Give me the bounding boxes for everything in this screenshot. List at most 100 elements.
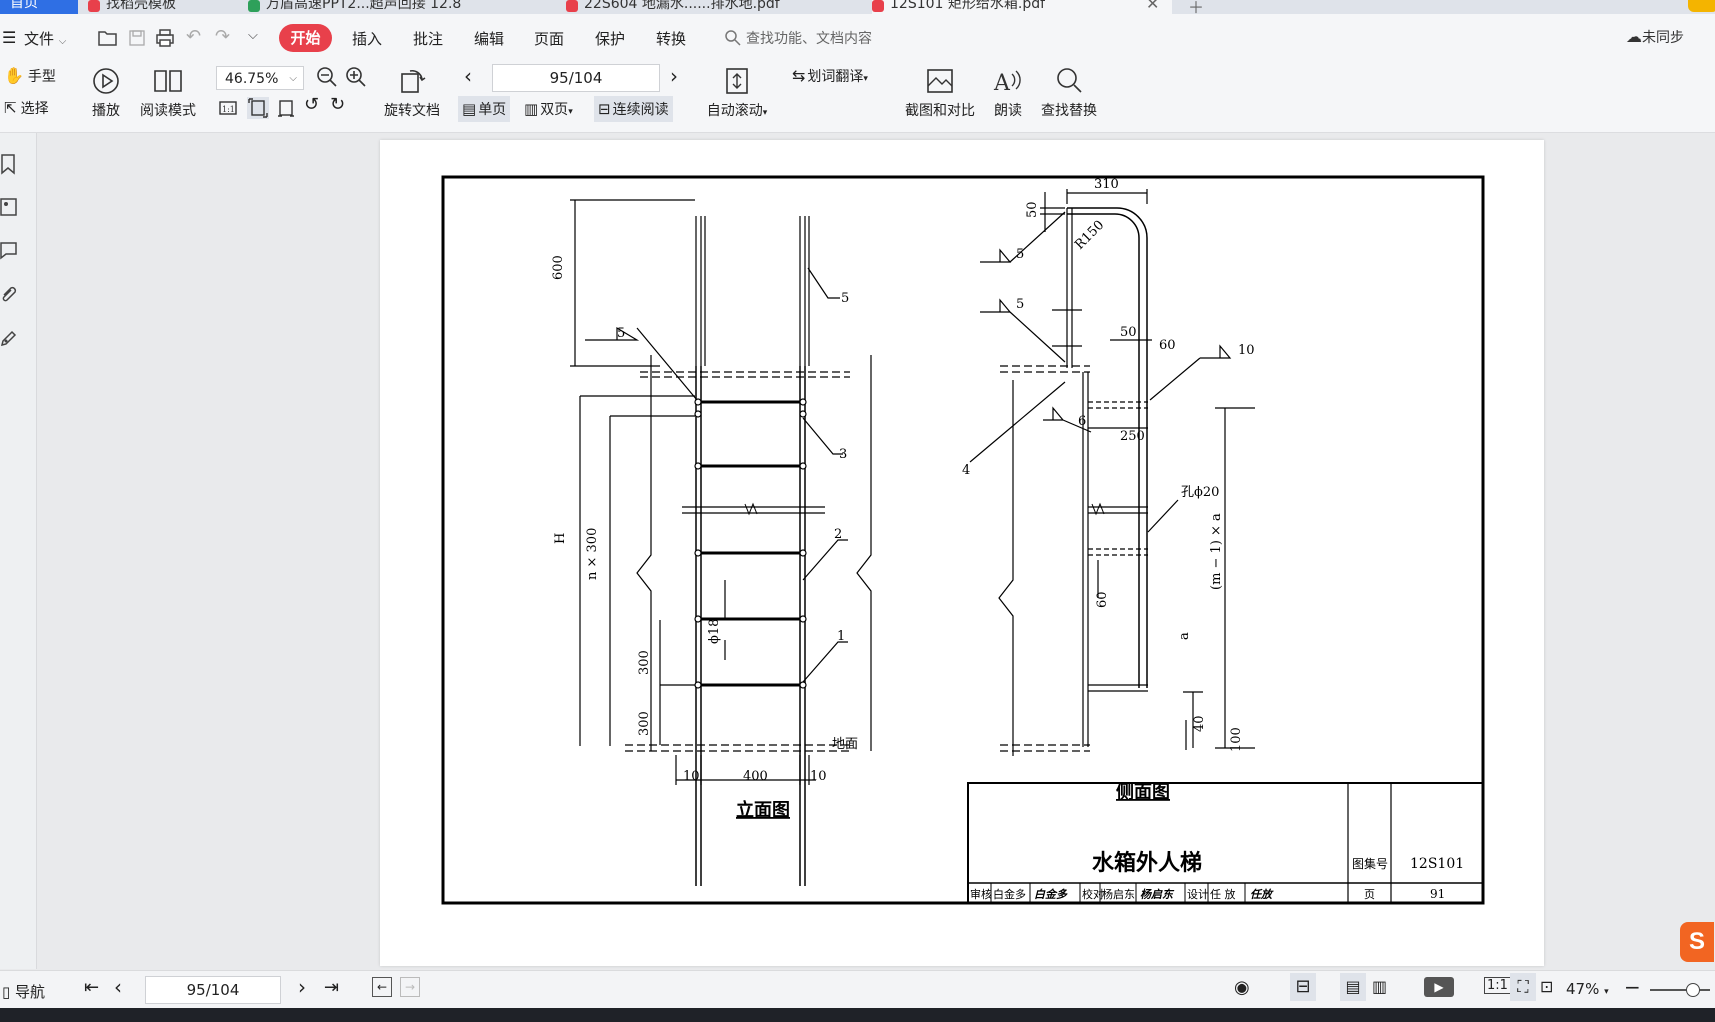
cloud-icon: ☁ (1626, 27, 1642, 46)
prev-page-icon[interactable]: ‹ (464, 64, 472, 88)
side-dim-100: 100 (1229, 727, 1244, 752)
menu-start-button[interactable]: 开始 (279, 24, 332, 52)
select-tool-button[interactable]: ⇱选择 (4, 98, 49, 118)
single-page-button[interactable]: ▤单页 (458, 96, 511, 122)
menu-protect[interactable]: 保护 (595, 30, 626, 48)
status-page-input[interactable]: 95/104 (145, 976, 281, 1004)
drawing-frame (441, 175, 1485, 905)
fit-page-icon[interactable] (246, 96, 270, 120)
page-number: 91 (1430, 887, 1445, 901)
close-tab-icon[interactable]: ✕ (1146, 0, 1160, 13)
undo-icon[interactable]: ↶ (186, 26, 202, 47)
single-view-icon[interactable]: ▤ (1340, 973, 1366, 1001)
zoom-slider-handle[interactable] (1686, 983, 1700, 997)
side-view-title: 侧面图 (1116, 782, 1170, 803)
actual-size-icon[interactable]: 1:1 (1484, 977, 1511, 994)
tab-doc-ppt[interactable]: 万盾高速PPT2...超声回接 12.8 (248, 0, 538, 14)
side-dim-40: 40 (1192, 715, 1207, 732)
double-view-icon[interactable]: ▥ (1372, 977, 1388, 996)
hand-tool-button[interactable]: ✋手型 (4, 66, 56, 86)
auto-scroll-button[interactable]: 自动滚动▾ (700, 66, 774, 120)
search-box[interactable]: 查找功能、文档内容 (724, 26, 924, 50)
eye-protect-icon[interactable]: ◉ (1234, 977, 1250, 998)
open-folder-icon[interactable] (98, 29, 118, 47)
screenshot-compare-label: 截图和对比 (905, 103, 975, 119)
front-dim-300b: 300 (637, 711, 652, 736)
play-button[interactable]: 播放 (86, 66, 126, 120)
next-page-icon[interactable]: › (670, 64, 678, 88)
reviewer-name: 白金多 (993, 887, 1026, 901)
zoom-dropdown[interactable]: 47% ▾ (1566, 980, 1609, 998)
redo-icon[interactable]: ↷ (215, 26, 231, 47)
more-icon[interactable]: ⌵ (248, 28, 258, 43)
search-placeholder: 查找功能、文档内容 (746, 31, 872, 47)
tab-doc-pdf-12s101[interactable]: 12S101 矩形给水箱.pdf (872, 0, 1172, 14)
last-page-icon[interactable]: ⇥ (324, 977, 340, 998)
designer-signature: 任放 (1250, 888, 1274, 901)
menu-edit[interactable]: 编辑 (474, 30, 505, 48)
find-replace-button[interactable]: 查找替换 (1036, 66, 1102, 120)
next-page-icon[interactable]: › (298, 975, 306, 999)
checker-name: 杨启东 (1102, 887, 1135, 901)
side-dim-310: 310 (1094, 177, 1119, 192)
avatar[interactable] (1688, 0, 1715, 12)
zoom-out-icon[interactable] (316, 66, 338, 88)
menu-annotate[interactable]: 批注 (413, 30, 444, 48)
zoom-select[interactable]: 46.75%⌵ (216, 66, 304, 90)
chevron-down-icon: ▾ (1604, 987, 1609, 997)
read-mode-button[interactable]: 阅读模式 (136, 66, 200, 120)
side-callout-5b: 5 (1016, 297, 1024, 312)
hamburger-icon[interactable]: ☰ (2, 28, 17, 47)
page-number-input[interactable]: 95/104 (492, 64, 660, 92)
continuous-read-button[interactable]: ⊟连续阅读 (594, 96, 673, 122)
prev-page-icon[interactable]: ‹ (114, 975, 122, 999)
fit-width-icon[interactable]: ⊡ (1540, 977, 1554, 996)
tab-doc-pdf-22s604[interactable]: 22S604 地漏水......排水地.pdf (566, 0, 856, 14)
attachment-icon[interactable] (0, 285, 18, 305)
pdf-page: 600 H n × 300 300 300 ϕ18 10 400 10 地面 5… (380, 140, 1544, 966)
back-icon[interactable]: ← (372, 977, 392, 997)
double-page-button[interactable]: ▥双页▾ (524, 96, 573, 122)
read-mode-label: 阅读模式 (140, 103, 196, 119)
translate-button[interactable]: ⇆划词翻译▾ (792, 66, 868, 86)
continuous-view-icon[interactable]: ⊟ (1290, 973, 1316, 1001)
front-dim-h: H (553, 533, 568, 544)
slideshow-icon[interactable]: ▶ (1424, 977, 1454, 997)
comment-icon[interactable] (0, 241, 18, 261)
front-view (570, 199, 872, 886)
tab-template[interactable]: 找稻壳模板 (88, 0, 238, 14)
zoom-slider[interactable] (1650, 983, 1710, 997)
signature-icon[interactable] (0, 329, 18, 349)
first-page-icon[interactable]: ⇤ (84, 977, 100, 998)
menu-convert[interactable]: 转换 (656, 30, 687, 48)
forward-icon[interactable]: → (400, 977, 420, 997)
sync-status[interactable]: ☁未同步 (1626, 27, 1684, 47)
menu-file[interactable]: 文件 ⌵ (24, 28, 66, 49)
rotate-document-label: 旋转文档 (384, 103, 440, 119)
fit-width-icon[interactable] (276, 98, 296, 118)
new-tab-icon[interactable]: ＋ (1188, 0, 1205, 14)
print-icon[interactable] (155, 28, 175, 48)
cursor-icon: ⇱ (4, 99, 17, 117)
rotate-right-icon[interactable]: ↻ (330, 94, 346, 115)
actual-size-icon[interactable]: 1:1 (218, 98, 238, 118)
chevron-down-icon: ⌵ (289, 73, 297, 84)
save-icon[interactable] (128, 29, 146, 47)
double-page-icon: ▥ (524, 100, 539, 118)
menu-insert[interactable]: 插入 (352, 30, 383, 48)
nav-toggle[interactable]: ▯ 导航 (2, 981, 45, 1002)
tab-home[interactable]: 首页 (0, 0, 78, 14)
thumbnail-icon[interactable] (0, 197, 18, 217)
title-block (967, 782, 1484, 904)
fit-page-icon[interactable]: ⛶ (1510, 973, 1536, 1001)
read-aloud-button[interactable]: A 朗读 (988, 66, 1028, 120)
zoom-out-icon[interactable]: − (1624, 975, 1641, 999)
menu-page[interactable]: 页面 (534, 30, 565, 48)
designer-name: 任 放 (1210, 887, 1236, 901)
bookmark-icon[interactable] (0, 153, 18, 175)
screenshot-compare-button[interactable]: 截图和对比 (900, 66, 980, 120)
ime-s-icon[interactable]: S (1680, 922, 1714, 962)
rotate-document-button[interactable]: 旋转文档 (380, 66, 444, 120)
zoom-in-icon[interactable] (345, 66, 367, 88)
rotate-left-icon[interactable]: ↺ (304, 94, 320, 115)
